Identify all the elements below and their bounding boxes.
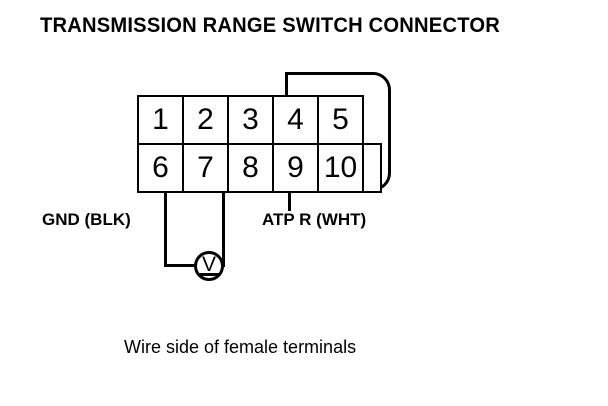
figure-caption: Wire side of female terminals — [124, 337, 357, 357]
terminal-row-top: 1 2 3 4 5 — [137, 95, 382, 145]
terminal-cell-stub — [362, 143, 382, 193]
label-atp-r: ATP R (WHT) — [262, 210, 367, 229]
terminal-cell-2: 2 — [182, 95, 229, 145]
label-gnd: GND (BLK) — [42, 210, 131, 229]
terminal-cell-5: 5 — [317, 95, 364, 145]
voltmeter-symbol: V — [201, 252, 216, 276]
wire-gnd-horizontal — [164, 264, 196, 267]
terminal-cell-9: 9 — [272, 143, 319, 193]
terminal-cell-10: 10 — [317, 143, 364, 193]
voltmeter-underline — [198, 273, 220, 276]
terminal-cell-7: 7 — [182, 143, 229, 193]
terminal-cell-4: 4 — [272, 95, 319, 145]
voltmeter-icon: V — [194, 251, 224, 281]
terminal-row-bottom: 6 7 8 9 10 — [137, 143, 382, 193]
wire-gnd-vertical — [164, 193, 167, 267]
terminal-cell-1: 1 — [137, 95, 184, 145]
terminal-cell-3: 3 — [227, 95, 274, 145]
leader-line-atp — [288, 191, 291, 211]
terminal-cell-8: 8 — [227, 143, 274, 193]
wire-atp-vertical — [222, 193, 225, 267]
page-title: TRANSMISSION RANGE SWITCH CONNECTOR — [40, 14, 500, 37]
terminal-grid: 1 2 3 4 5 6 7 8 9 10 — [137, 95, 382, 193]
terminal-cell-6: 6 — [137, 143, 184, 193]
